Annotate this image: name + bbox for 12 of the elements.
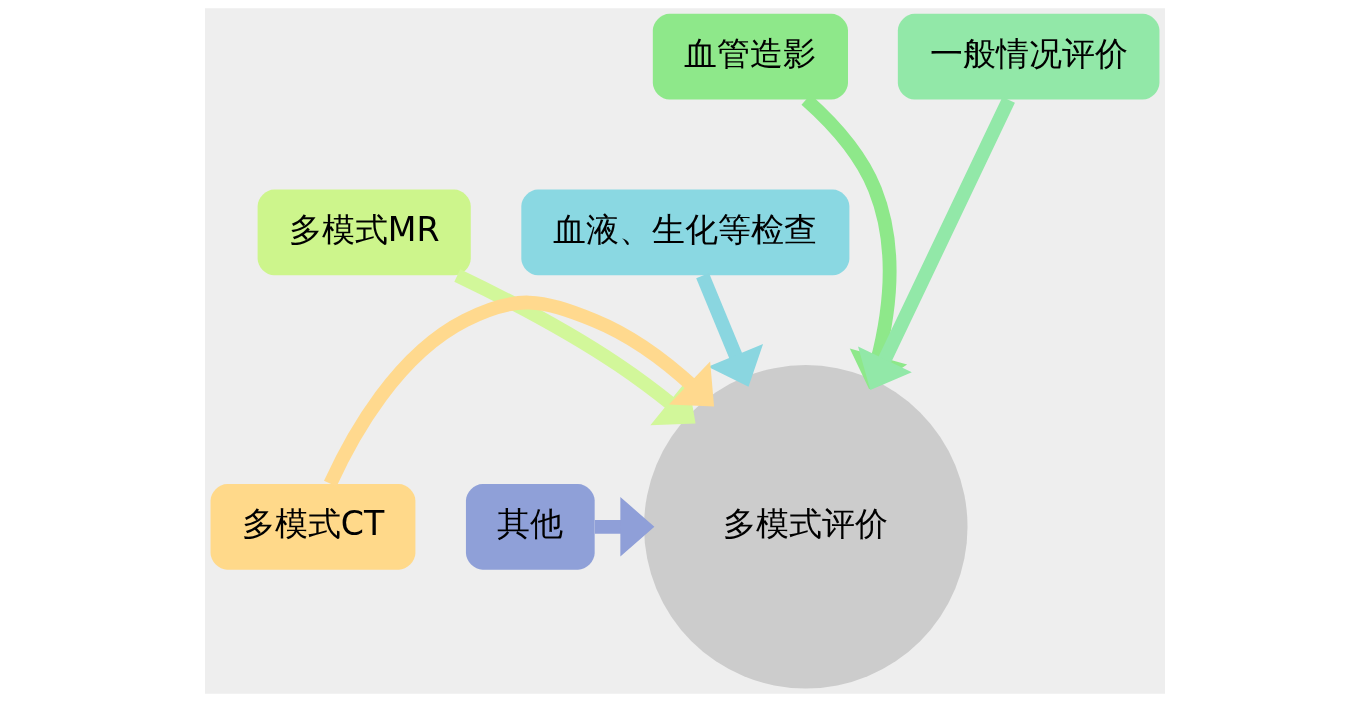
node-box: 血液、生化等检查	[521, 189, 850, 276]
node-box: 一般情况评价	[897, 13, 1160, 100]
node-box: 多模式MR	[257, 189, 471, 276]
node-circle: 多模式评价	[644, 365, 968, 689]
node-box: 血管造影	[652, 13, 848, 100]
arrow	[324, 295, 715, 487]
node-box: 其他	[465, 483, 595, 570]
arrow	[696, 272, 764, 387]
arrow	[594, 497, 655, 557]
node-box: 多模式CT	[210, 483, 416, 570]
arrow	[858, 96, 1015, 391]
arrow	[454, 269, 696, 426]
